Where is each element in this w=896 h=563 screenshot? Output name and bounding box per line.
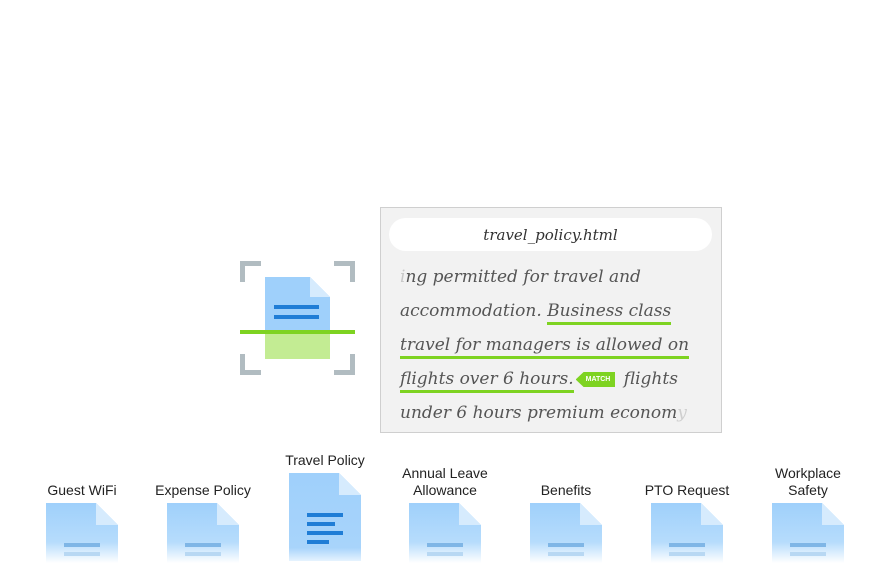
scanner-corner	[334, 261, 355, 282]
scanner-corner	[334, 354, 355, 375]
file-label: Benefits	[540, 482, 592, 498]
highlighted-match-text: flights over 6 hours.	[400, 369, 574, 393]
preview-line: under 6 hours premium economy	[400, 403, 687, 423]
document-icon	[409, 503, 481, 563]
document-icon	[167, 503, 239, 563]
document-icon	[772, 503, 844, 563]
file-label: Annual Leave Allowance	[402, 465, 488, 498]
file-item-workplace-safety[interactable]: Workplace Safety	[758, 465, 858, 563]
preview-line: accommodation. Business class	[400, 294, 718, 328]
preview-text: ing permitted for travel and accommodati…	[400, 260, 718, 430]
document-preview-panel: travel_policy.html ing permitted for tra…	[380, 207, 722, 433]
preview-line: travel for managers is allowed on	[400, 328, 718, 362]
file-item-benefits[interactable]: Benefits	[516, 482, 616, 563]
file-label: Travel Policy	[285, 452, 365, 468]
document-icon	[46, 503, 118, 563]
file-label: Guest WiFi	[47, 482, 117, 498]
file-item-annual-leave-allowance[interactable]: Annual Leave Allowance	[395, 465, 495, 563]
document-scanner	[240, 261, 355, 375]
file-label: Workplace Safety	[775, 465, 841, 498]
scanner-corner	[240, 261, 261, 282]
preview-line: ing permitted for travel and	[400, 267, 641, 287]
scanner-corner	[240, 354, 261, 375]
document-icon	[651, 503, 723, 563]
file-item-guest-wifi[interactable]: Guest WiFi	[32, 482, 132, 563]
highlighted-match-text: travel for managers is allowed on	[400, 335, 690, 359]
document-icon	[530, 503, 602, 563]
highlighted-match-text: Business class	[547, 301, 672, 325]
file-item-pto-request[interactable]: PTO Request	[637, 482, 737, 563]
document-icon	[289, 473, 361, 561]
file-item-expense-policy[interactable]: Expense Policy	[153, 482, 253, 563]
file-item-travel-policy[interactable]: Travel Policy	[275, 452, 375, 562]
match-badge: MATCH	[575, 372, 616, 387]
preview-filename: travel_policy.html	[389, 218, 712, 251]
preview-line: flights over 6 hours.MATCH flights	[400, 362, 718, 396]
file-label: PTO Request	[644, 482, 730, 498]
file-label: Expense Policy	[155, 482, 251, 498]
scan-line	[240, 330, 355, 334]
scanned-document-icon	[265, 277, 330, 359]
